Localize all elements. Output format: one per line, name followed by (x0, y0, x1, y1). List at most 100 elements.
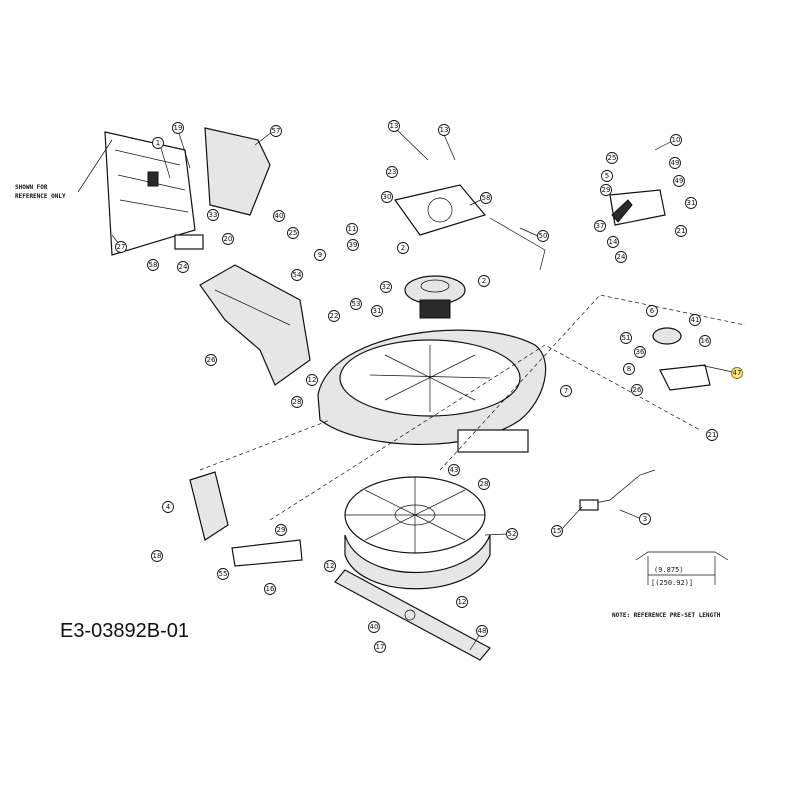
svg-text:49: 49 (675, 177, 684, 185)
svg-text:26: 26 (633, 386, 642, 394)
callout: 6 (646, 305, 658, 317)
callout: 30 (381, 191, 393, 203)
svg-text:29: 29 (277, 526, 286, 534)
callout: 36 (634, 346, 646, 358)
svg-text:58: 58 (149, 261, 158, 269)
callout: 3 (639, 513, 651, 525)
callout: 1 (152, 137, 164, 149)
callout: 28 (291, 396, 303, 408)
callout: 29 (600, 184, 612, 196)
mower-deck (317, 329, 547, 453)
callout: 26 (205, 354, 217, 366)
svg-text:49: 49 (671, 159, 680, 167)
svg-text:SHOWN FOR: SHOWN FOR (15, 184, 48, 191)
callout: 21 (706, 429, 718, 441)
svg-text:39: 39 (349, 241, 358, 249)
callout: 2 (478, 275, 490, 287)
svg-text:28: 28 (480, 480, 489, 488)
svg-text:21: 21 (677, 227, 686, 235)
preset-length-note: NOTE: REFERENCE PRE-SET LENGTH (612, 612, 721, 619)
callout: 40 (273, 210, 285, 222)
callout: 33 (207, 209, 219, 221)
callout-bubbles: 19 1 57 27 33 40 25 20 58 24 13 13 23 30… (115, 120, 743, 653)
svg-text:NOTE: REFERENCE PRE-SET LENGTH: NOTE: REFERENCE PRE-SET LENGTH (612, 612, 721, 619)
callout: 9 (314, 249, 326, 261)
callout: 22 (328, 310, 340, 322)
svg-text:12: 12 (308, 376, 317, 384)
reference-dashes (199, 294, 746, 521)
svg-text:18: 18 (153, 552, 162, 560)
idler-assembly (652, 327, 711, 391)
discharge-chute (199, 264, 311, 386)
callout: 11 (346, 223, 358, 235)
diagram-code: E3-03892B-01 (60, 620, 189, 642)
callout: 54 (291, 269, 303, 281)
svg-text:33: 33 (209, 211, 218, 219)
callout: 55 (217, 568, 229, 580)
control-cable-rod (579, 469, 656, 511)
cutting-blade (334, 569, 491, 661)
callout: 31 (371, 305, 383, 317)
svg-text:29: 29 (602, 186, 611, 194)
callout: 24 (177, 261, 189, 273)
callout: 32 (380, 281, 392, 293)
svg-text:25: 25 (608, 154, 617, 162)
callout: 41 (689, 314, 701, 326)
callout: 43 (448, 464, 460, 476)
callout: 50 (537, 230, 549, 242)
callout: 10 (670, 134, 682, 146)
callout: 53 (350, 298, 362, 310)
svg-text:27: 27 (117, 243, 126, 251)
callout-highlighted[interactable]: 47 (731, 367, 743, 379)
callout: 12 (306, 374, 318, 386)
callout: 12 (324, 560, 336, 572)
svg-text:57: 57 (272, 127, 281, 135)
upper-right-bracket (609, 189, 666, 226)
svg-text:55: 55 (219, 570, 228, 578)
svg-text:[(250.92)]: [(250.92)] (651, 579, 693, 587)
svg-text:9: 9 (318, 251, 322, 259)
callout: 31 (685, 197, 697, 209)
callout: 2 (397, 242, 409, 254)
callout: 8 (623, 363, 635, 375)
callout: 21 (675, 225, 687, 237)
callout: 15 (551, 525, 563, 537)
svg-text:32: 32 (382, 283, 391, 291)
callout: 49 (669, 157, 681, 169)
svg-text:12: 12 (458, 598, 467, 606)
svg-text:14: 14 (609, 238, 618, 246)
svg-text:30: 30 (383, 193, 392, 201)
callout: 18 (151, 550, 163, 562)
svg-text:20: 20 (224, 235, 233, 243)
dimension-readout: (9.875) [(250.92)] (651, 566, 693, 587)
callout: 17 (374, 641, 386, 653)
callout: 7 (560, 385, 572, 397)
callout: 25 (287, 227, 299, 239)
svg-text:43: 43 (450, 466, 459, 474)
callout: 27 (115, 241, 127, 253)
svg-text:5: 5 (605, 172, 609, 180)
svg-text:(9.875): (9.875) (654, 566, 684, 574)
callout: 20 (222, 233, 234, 245)
callout: 48 (476, 625, 488, 637)
svg-text:28: 28 (293, 398, 302, 406)
svg-text:24: 24 (179, 263, 188, 271)
svg-text:41: 41 (691, 316, 700, 324)
callout: 26 (631, 384, 643, 396)
callout: 52 (506, 528, 518, 540)
deflector (189, 471, 303, 567)
svg-text:19: 19 (174, 124, 183, 132)
callout: 16 (699, 335, 711, 347)
callout: 28 (478, 478, 490, 490)
svg-text:48: 48 (478, 627, 487, 635)
callout: 16 (264, 583, 276, 595)
callout: 4 (162, 501, 174, 513)
svg-text:36: 36 (636, 348, 645, 356)
callout: 58 (480, 192, 492, 204)
svg-text:52: 52 (508, 530, 517, 538)
svg-text:11: 11 (348, 225, 357, 233)
engine-mount-plate (393, 184, 487, 236)
svg-text:4: 4 (166, 503, 171, 511)
callout: 25 (606, 152, 618, 164)
callout: 37 (594, 220, 606, 232)
